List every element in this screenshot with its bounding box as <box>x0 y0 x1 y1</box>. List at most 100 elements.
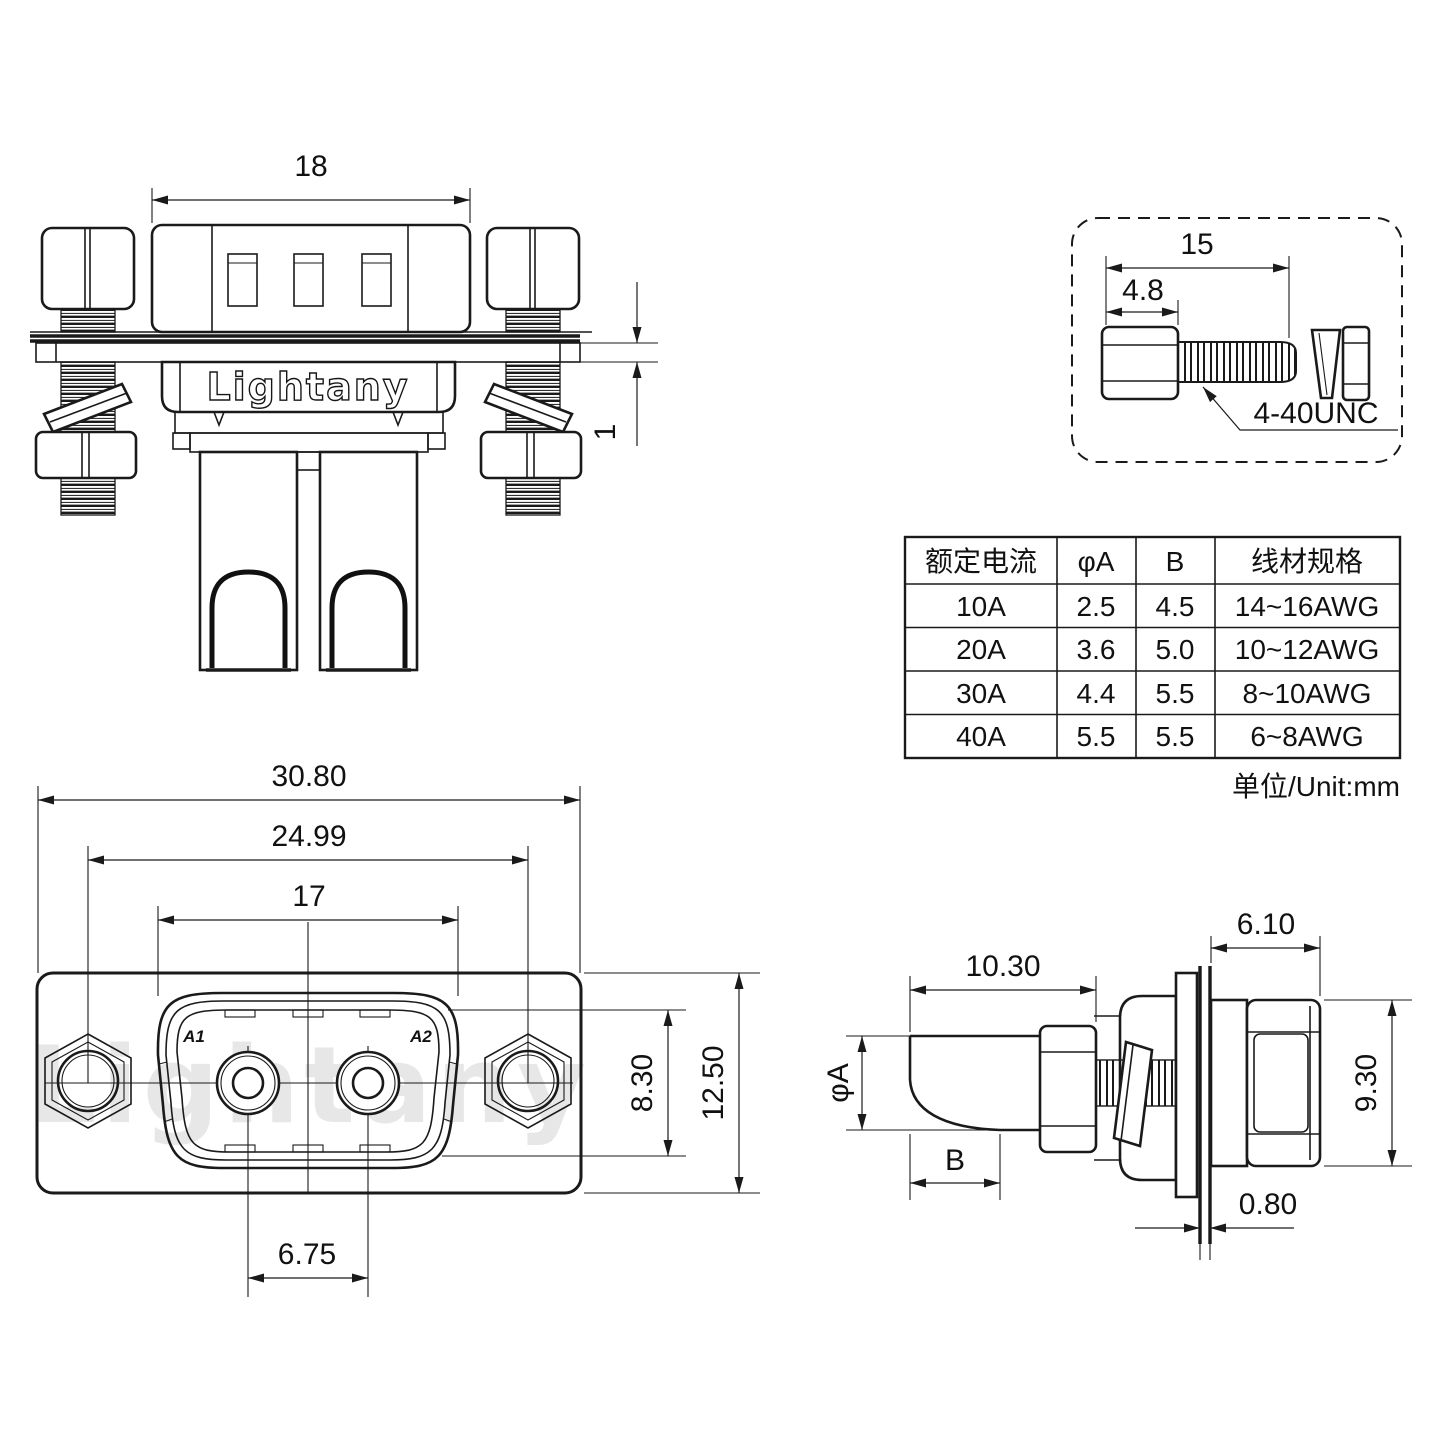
rear-shell-side <box>1209 998 1322 1168</box>
power-contact-a1 <box>215 1050 281 1116</box>
dim-panel-thickness-text: 0.80 <box>1239 1188 1297 1221</box>
dim-screw-total-length: 15 <box>1105 228 1290 338</box>
cell: 5.0 <box>1156 634 1195 665</box>
hex-nut-right <box>484 1033 572 1129</box>
dim-head-diameter: 9.30 <box>1324 999 1412 1167</box>
wedge-washer <box>1112 1040 1154 1148</box>
insert-tab <box>292 1009 324 1018</box>
cell: 20A <box>956 634 1006 665</box>
contact-label-a1: A1 <box>182 1027 205 1046</box>
thread-spec-text: 4-40UNC <box>1253 397 1378 430</box>
table-row: 30A 4.4 5.5 8~10AWG <box>956 678 1371 709</box>
brand-logo-embossed: Lightany <box>206 365 409 409</box>
cell: 10A <box>956 591 1006 622</box>
cell: 40A <box>956 721 1006 752</box>
table-row: 20A 3.6 5.0 10~12AWG <box>956 634 1379 665</box>
table-header-current: 额定电流 <box>925 546 1037 577</box>
dim-screw-head-text: 4.8 <box>1122 274 1164 307</box>
front-face-view: Lightany 30.80 24.99 17 <box>29 760 760 1297</box>
knurled-section <box>1253 1033 1309 1133</box>
dim-crimp-depth: B <box>909 1134 1001 1200</box>
dim-mount-spacing-text: 24.99 <box>271 820 346 853</box>
thread-callout: 4-40UNC <box>1202 386 1398 431</box>
table-header-b: B <box>1166 546 1185 577</box>
cell: 10~12AWG <box>1235 634 1379 665</box>
jackscrew-right <box>485 226 581 333</box>
latch-notch <box>392 411 404 428</box>
dim-head-diameter-text: 9.30 <box>1350 1054 1383 1112</box>
cell: 30A <box>956 678 1006 709</box>
cell: 4.5 <box>1156 591 1195 622</box>
jackscrew-left <box>40 226 136 333</box>
table-header-dia: φA <box>1078 546 1115 577</box>
mounting-flange <box>35 971 583 1195</box>
dim-bore-diameter-text: φA <box>822 1063 855 1102</box>
dim-front-depth-text: 10.30 <box>965 950 1040 983</box>
table-row: 10A 2.5 4.5 14~16AWG <box>956 591 1379 622</box>
dim-hood-width-text: 18 <box>294 150 327 183</box>
dim-front-depth: 10.30 <box>909 950 1097 1032</box>
cell: 14~16AWG <box>1235 591 1379 622</box>
dim-screw-head-length: 4.8 <box>1106 274 1179 325</box>
cell: 8~10AWG <box>1243 678 1372 709</box>
wedge-washer-piece <box>1310 328 1342 400</box>
wire-barrel-right <box>318 450 419 672</box>
insert-tab <box>224 1009 256 1018</box>
panel-gasket-bar <box>30 331 592 363</box>
dim-shell-width-text: 17 <box>292 880 325 913</box>
power-contact-a2 <box>335 1050 401 1116</box>
dim-hood-width: 18 <box>151 150 471 223</box>
dim-gasket-thickness: 1 <box>580 282 658 446</box>
dim-crimp-depth-text: B <box>945 1144 965 1177</box>
hood-window <box>227 253 258 307</box>
dim-shell-height-text: 8.30 <box>626 1054 659 1112</box>
dim-overall-width-text: 30.80 <box>271 760 346 793</box>
connector-hood <box>150 223 472 334</box>
dim-contact-spacing-text: 6.75 <box>278 1238 336 1271</box>
dim-contact-spacing: 6.75 <box>248 1238 368 1283</box>
side-section-view: 10.30 6.10 <box>822 908 1412 1260</box>
hood-window <box>293 253 324 307</box>
dim-overall-width: 30.80 <box>37 760 581 973</box>
cell: 5.5 <box>1156 678 1195 709</box>
crimp-barrel <box>908 1034 1040 1132</box>
table-row: 40A 5.5 5.5 6~8AWG <box>956 721 1364 752</box>
cell: 5.5 <box>1156 721 1195 752</box>
dim-mount-spacing: 24.99 <box>87 820 529 1083</box>
jack-screw-detail: 15 4.8 4-40UNC <box>1071 217 1403 463</box>
dim-overall-height: 12.50 <box>584 972 760 1194</box>
dim-shell-height: 8.30 <box>442 1009 686 1157</box>
screw-body <box>1100 325 1297 401</box>
latch-notch <box>213 411 225 428</box>
nut-piece <box>1341 325 1371 402</box>
cell: 3.6 <box>1077 634 1116 665</box>
top-elevation-view: 18 <box>30 150 658 672</box>
dim-screw-total-text: 15 <box>1180 228 1213 261</box>
hex-nut-side <box>1038 1024 1098 1154</box>
cell: 4.4 <box>1077 678 1116 709</box>
cell: 6~8AWG <box>1250 721 1363 752</box>
stud-assembly-left <box>34 361 138 516</box>
d-shell <box>156 991 460 1170</box>
dim-gasket-text: 1 <box>589 424 622 441</box>
dim-overall-height-text: 12.50 <box>697 1045 730 1120</box>
rear-shell: Lightany <box>160 360 457 453</box>
hex-nut-left <box>44 1033 132 1129</box>
cell: 5.5 <box>1077 721 1116 752</box>
hood-window <box>361 253 392 307</box>
dim-bore-diameter: φA <box>822 1035 1000 1131</box>
stud-assembly-right <box>479 361 583 516</box>
insert-tab <box>224 1144 256 1153</box>
barrel-center-key <box>296 451 321 471</box>
cell: 2.5 <box>1077 591 1116 622</box>
insert-tab <box>292 1144 324 1153</box>
dim-panel-thickness: 0.80 <box>1135 1188 1297 1233</box>
contact-label-a2: A2 <box>409 1027 432 1046</box>
detail-boundary-box <box>1071 217 1403 463</box>
unit-note: 单位/Unit:mm <box>1232 771 1400 802</box>
dim-rear-depth: 6.10 <box>1210 908 1321 996</box>
spec-table: 额定电流 φA B 线材规格 10A 2.5 4.5 14~16AWG 20A … <box>903 535 1402 802</box>
flange-edge <box>1174 971 1199 1199</box>
